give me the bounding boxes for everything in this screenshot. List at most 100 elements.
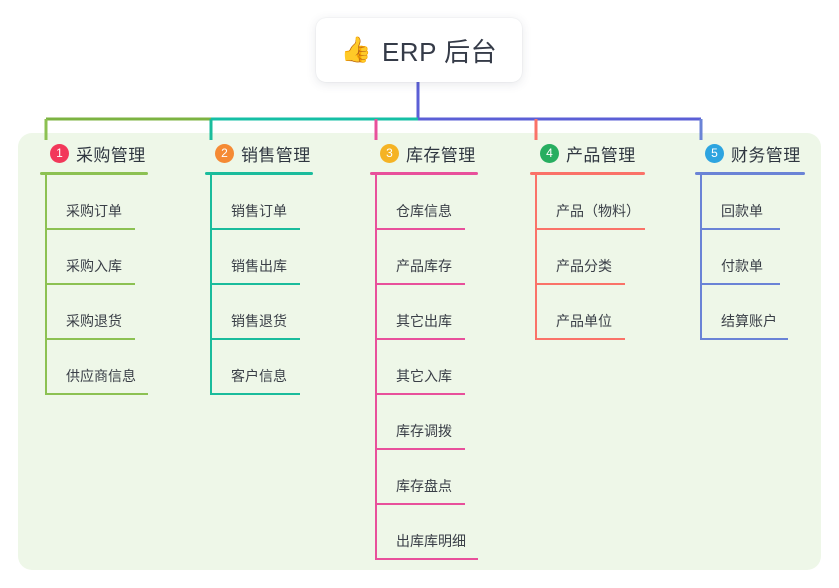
list-item[interactable]: 销售订单 bbox=[205, 175, 313, 230]
root-node[interactable]: 👍 ERP 后台 bbox=[316, 18, 522, 82]
list-item[interactable]: 客户信息 bbox=[205, 340, 313, 395]
column-title-rule-3 bbox=[370, 172, 478, 175]
list-item[interactable]: 产品分类 bbox=[530, 230, 645, 285]
column-title-rule-5 bbox=[695, 172, 805, 175]
column-title-rule-1 bbox=[40, 172, 148, 175]
list-item-label: 客户信息 bbox=[231, 368, 287, 384]
column-badge-5: 5 bbox=[705, 143, 724, 163]
list-item-label: 付款单 bbox=[721, 258, 763, 274]
column-header-4[interactable]: 4 产品管理 bbox=[530, 140, 645, 166]
column-1: 1 采购管理采购订单采购入库采购退货供应商信息 bbox=[40, 140, 148, 395]
root-title: ERP 后台 bbox=[381, 36, 498, 67]
list-item-label: 产品（物料） bbox=[556, 203, 640, 219]
column-title-5: 财务管理 bbox=[731, 145, 801, 165]
list-item[interactable]: 其它入库 bbox=[370, 340, 478, 395]
list-item-rule bbox=[210, 283, 300, 285]
column-title-1: 采购管理 bbox=[76, 145, 146, 165]
column-title-rule-4 bbox=[530, 172, 645, 175]
thumbs-up-icon: 👍 bbox=[340, 35, 372, 64]
list-item-label: 出库库明细 bbox=[396, 533, 466, 549]
list-item-label: 其它入库 bbox=[396, 368, 452, 384]
list-item-rule bbox=[375, 283, 465, 285]
list-item-rule bbox=[45, 338, 135, 340]
list-item-rule bbox=[700, 283, 780, 285]
list-item-label: 其它出库 bbox=[396, 313, 452, 329]
list-item-label: 仓库信息 bbox=[396, 203, 452, 219]
list-item-rule bbox=[375, 448, 465, 450]
list-item-rule bbox=[375, 503, 465, 505]
list-item-label: 销售订单 bbox=[231, 203, 287, 219]
column-badge-2: 2 bbox=[215, 143, 234, 163]
list-item-rule bbox=[45, 228, 135, 230]
column-items-3: 仓库信息产品库存其它出库其它入库库存调拨库存盘点出库库明细 bbox=[370, 175, 478, 560]
column-badge-4: 4 bbox=[540, 143, 559, 163]
column-5: 5 财务管理回款单付款单结算账户 bbox=[695, 140, 805, 340]
column-3: 3 库存管理仓库信息产品库存其它出库其它入库库存调拨库存盘点出库库明细 bbox=[370, 140, 478, 560]
column-header-3[interactable]: 3 库存管理 bbox=[370, 140, 478, 166]
list-item-rule bbox=[210, 228, 300, 230]
list-item[interactable]: 销售退货 bbox=[205, 285, 313, 340]
list-item[interactable]: 产品库存 bbox=[370, 230, 478, 285]
list-item[interactable]: 结算账户 bbox=[695, 285, 805, 340]
list-item[interactable]: 产品（物料） bbox=[530, 175, 645, 230]
list-item[interactable]: 回款单 bbox=[695, 175, 805, 230]
list-item[interactable]: 采购退货 bbox=[40, 285, 148, 340]
list-item[interactable]: 仓库信息 bbox=[370, 175, 478, 230]
list-item[interactable]: 付款单 bbox=[695, 230, 805, 285]
list-item[interactable]: 供应商信息 bbox=[40, 340, 148, 395]
list-item-rule bbox=[535, 338, 625, 340]
diagram-panel bbox=[18, 133, 821, 570]
list-item-label: 采购入库 bbox=[66, 258, 122, 274]
list-item-label: 产品单位 bbox=[556, 313, 612, 329]
list-item-rule bbox=[375, 338, 465, 340]
column-header-1[interactable]: 1 采购管理 bbox=[40, 140, 148, 166]
list-item[interactable]: 其它出库 bbox=[370, 285, 478, 340]
list-item[interactable]: 库存调拨 bbox=[370, 395, 478, 450]
column-title-2: 销售管理 bbox=[241, 145, 311, 165]
column-items-4: 产品（物料） 产品分类产品单位 bbox=[530, 175, 645, 340]
column-trunk-1 bbox=[45, 175, 47, 395]
column-items-5: 回款单付款单结算账户 bbox=[695, 175, 805, 340]
list-item-label: 产品分类 bbox=[556, 258, 612, 274]
list-item-rule bbox=[535, 283, 625, 285]
list-item-label: 库存盘点 bbox=[396, 478, 452, 494]
list-item-rule bbox=[375, 393, 465, 395]
column-header-2[interactable]: 2 销售管理 bbox=[205, 140, 313, 166]
list-item-label: 采购退货 bbox=[66, 313, 122, 329]
column-trunk-2 bbox=[210, 175, 212, 395]
column-badge-3: 3 bbox=[380, 143, 399, 163]
list-item-rule bbox=[210, 338, 300, 340]
list-item-rule bbox=[45, 393, 148, 395]
list-item-label: 销售出库 bbox=[231, 258, 287, 274]
list-item-label: 销售退货 bbox=[231, 313, 287, 329]
list-item[interactable]: 销售出库 bbox=[205, 230, 313, 285]
column-items-1: 采购订单采购入库采购退货供应商信息 bbox=[40, 175, 148, 395]
list-item-rule bbox=[535, 228, 645, 230]
column-header-5[interactable]: 5 财务管理 bbox=[695, 140, 805, 166]
column-items-2: 销售订单销售出库销售退货客户信息 bbox=[205, 175, 313, 395]
column-2: 2 销售管理销售订单销售出库销售退货客户信息 bbox=[205, 140, 313, 395]
list-item-rule bbox=[375, 558, 478, 560]
column-trunk-3 bbox=[375, 175, 377, 560]
list-item[interactable]: 库存盘点 bbox=[370, 450, 478, 505]
column-trunk-5 bbox=[700, 175, 702, 340]
list-item-label: 供应商信息 bbox=[66, 368, 136, 384]
list-item-rule bbox=[210, 393, 300, 395]
column-4: 4 产品管理产品（物料） 产品分类产品单位 bbox=[530, 140, 645, 340]
column-badge-1: 1 bbox=[50, 143, 69, 163]
list-item-rule bbox=[45, 283, 135, 285]
list-item[interactable]: 采购订单 bbox=[40, 175, 148, 230]
column-title-4: 产品管理 bbox=[566, 145, 636, 165]
column-title-3: 库存管理 bbox=[406, 145, 476, 165]
column-trunk-4 bbox=[535, 175, 537, 340]
list-item-label: 结算账户 bbox=[721, 313, 777, 329]
column-title-rule-2 bbox=[205, 172, 313, 175]
list-item-rule bbox=[700, 228, 780, 230]
list-item[interactable]: 产品单位 bbox=[530, 285, 645, 340]
list-item-rule bbox=[700, 338, 788, 340]
list-item-label: 库存调拨 bbox=[396, 423, 452, 439]
list-item-label: 产品库存 bbox=[396, 258, 452, 274]
list-item[interactable]: 采购入库 bbox=[40, 230, 148, 285]
list-item[interactable]: 出库库明细 bbox=[370, 505, 478, 560]
